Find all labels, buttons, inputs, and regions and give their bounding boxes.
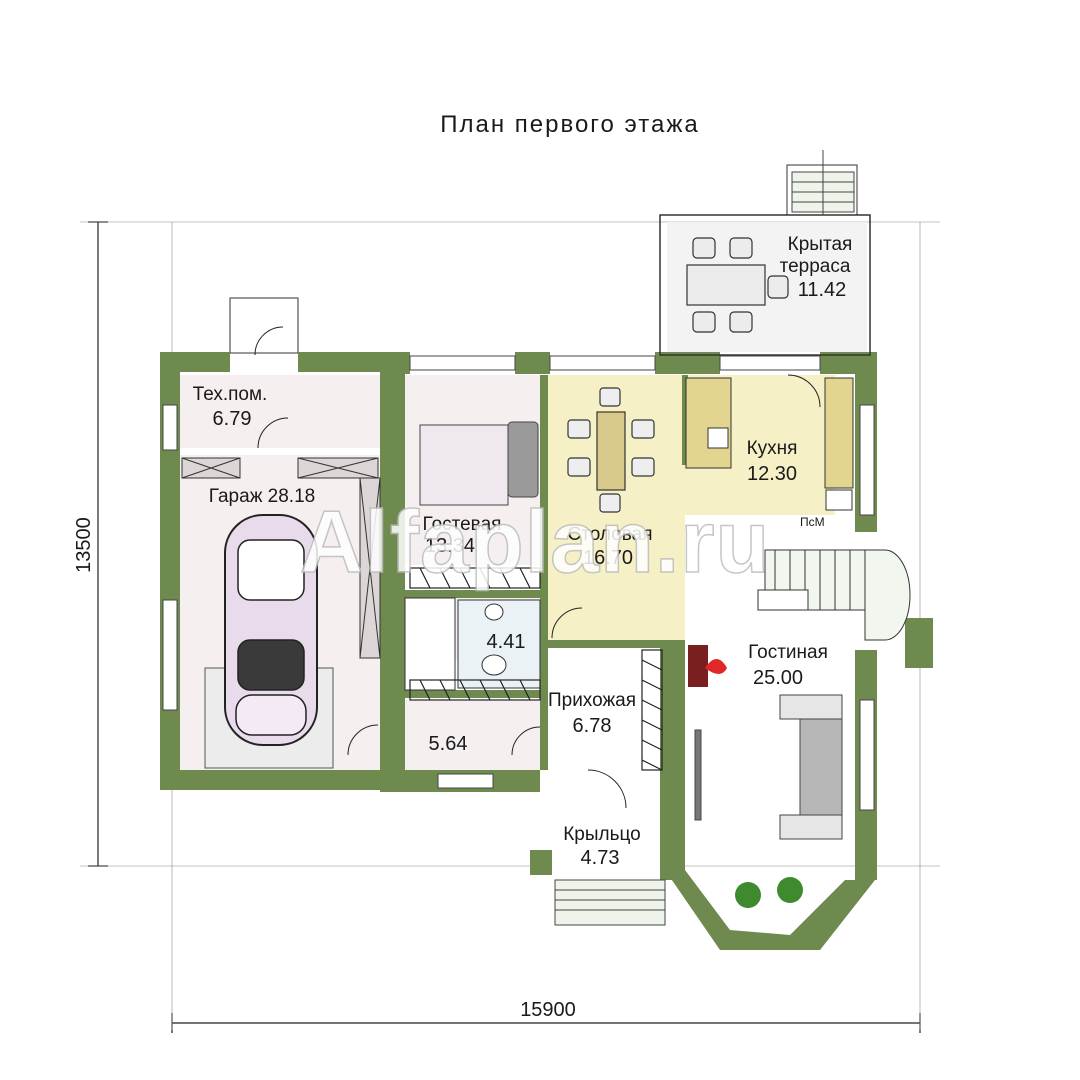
car-icon [204,514,334,769]
dining-room-area: 16.70 [583,547,633,569]
tech-room-area: 6.79 [213,408,252,430]
door-swings [254,326,821,809]
terrace-table-icon [686,237,789,333]
tech-room-name: Тех.пом. [193,384,268,405]
kitchen-counter [685,377,854,511]
kitchen-area: 12.30 [747,463,797,485]
room-labels: Тех.пом. 6.79 Гараж 28.18 Гостевая 13.34… [193,234,853,869]
bed-icon [419,421,539,506]
porch-area: 4.73 [581,847,620,869]
width-dimension: 15900 [520,999,576,1021]
terrace-name-line2: терраса [780,256,851,277]
porch-name: Крыльцо [563,824,641,845]
bath-area: 4.41 [487,631,526,653]
garage-label: Гараж 28.18 [209,486,315,507]
guest-room-name: Гостевая [423,514,502,535]
living-room-name: Гостиная [748,642,828,663]
garage-shelving [181,457,381,659]
entry-hall-name: Прихожая [548,690,636,711]
height-dimension: 13500 [73,517,95,573]
watermark-logo: Alfaplan.ru [300,492,771,591]
living-room-area: 25.00 [753,667,803,689]
guest-room-area: 13.34 [425,535,475,557]
dining-room-name: Столовая [568,524,653,545]
stairs [757,549,911,641]
plant-icon [735,877,803,908]
pm-label: ПсМ [800,515,825,529]
kitchen-name: Кухня [747,438,798,459]
small-hall-area: 5.64 [429,733,468,755]
windows [162,355,875,811]
fireplace-icon [688,645,727,687]
terrace-area: 11.42 [798,279,847,301]
sofa-icon [694,694,843,840]
porch-steps [554,150,855,926]
terrace-name-line1: Крытая [788,234,853,255]
dining-table-icon [567,387,655,513]
entry-hall-area: 6.78 [573,715,612,737]
wardrobes [409,567,663,771]
plan-title: План первого этажа [440,111,699,138]
bathroom-fixtures [404,597,541,691]
